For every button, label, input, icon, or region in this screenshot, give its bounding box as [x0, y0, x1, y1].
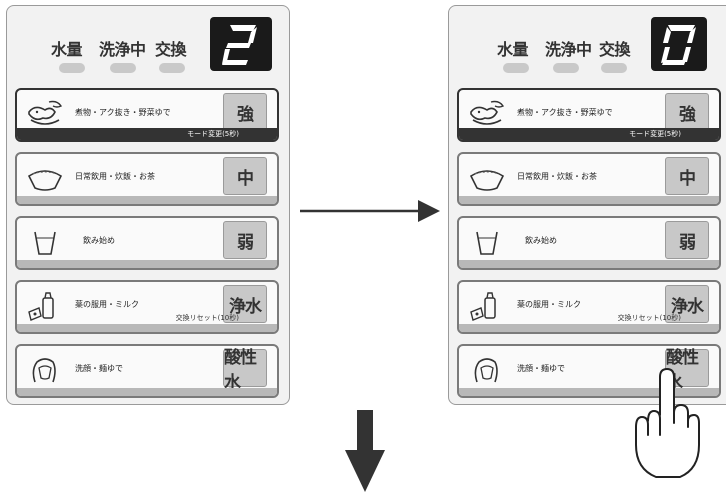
mode-change-hint: モード変更(5秒): [629, 130, 681, 138]
mode-description: 飲み始め: [83, 236, 115, 245]
digit-2-icon: [222, 25, 257, 65]
mode-bar: [17, 260, 277, 268]
face-wash-icon: [474, 358, 498, 383]
rice-bowl-icon: [469, 170, 505, 191]
mode-description: 薬の服用・ミルク: [75, 300, 139, 309]
mode-row-acidic[interactable]: 洗顔・麺ゆで 酸性水: [15, 344, 279, 398]
weak-button[interactable]: 弱: [223, 221, 267, 259]
pointing-hand-icon: [635, 368, 700, 478]
mode-bar: [459, 388, 719, 396]
weak-button[interactable]: 弱: [665, 221, 709, 259]
face-wash-icon: [32, 358, 56, 383]
mode-change-hint: モード変更(5秒): [187, 130, 239, 138]
indicator-lamp-exchange: [159, 63, 185, 73]
exchange-reset-hint: 交換リセット(10秒): [617, 314, 681, 322]
fish-vegetable-icon: [470, 100, 505, 125]
mode-row-medium[interactable]: 日常飲用・炊飯・お茶 中: [15, 152, 279, 206]
right-arrow-icon: [300, 200, 440, 222]
control-panel-after: 水量 洗浄中 交換 煮物・アク抜き・野菜ゆで 強 モード変更(5秒): [448, 5, 726, 405]
mode-row-weak[interactable]: 飲み始め 弱: [457, 216, 721, 270]
indicator-label-cleaning: 洗浄中: [99, 40, 146, 59]
medium-button[interactable]: 中: [223, 157, 267, 195]
indicator-lamp-water-amount: [59, 63, 85, 73]
baby-bottle-icon: [470, 292, 496, 321]
mode-description: 薬の服用・ミルク: [517, 300, 581, 309]
mode-bar: [459, 128, 719, 140]
mode-description: 飲み始め: [525, 236, 557, 245]
mode-row-medium[interactable]: 日常飲用・炊飯・お茶 中: [457, 152, 721, 206]
mode-description: 煮物・アク抜き・野菜ゆで: [75, 108, 171, 117]
purified-water-button[interactable]: 浄水: [223, 285, 267, 323]
indicator-label-water-amount: 水量: [51, 40, 83, 59]
baby-bottle-icon: [28, 292, 54, 321]
strong-button[interactable]: 強: [223, 93, 267, 131]
indicator-lamp-cleaning: [110, 63, 136, 73]
indicator-lamp-cleaning: [553, 63, 579, 73]
indicator-lamp-water-amount: [503, 63, 529, 73]
mode-bar: [17, 388, 277, 396]
indicator-lamp-exchange: [601, 63, 627, 73]
mode-bar: [459, 260, 719, 268]
mode-description: 洗顔・麺ゆで: [75, 364, 123, 373]
mode-description: 日常飲用・炊飯・お茶: [75, 172, 155, 181]
indicator-label-exchange: 交換: [155, 40, 187, 59]
mode-description: 日常飲用・炊飯・お茶: [517, 172, 597, 181]
medium-button[interactable]: 中: [665, 157, 709, 195]
mode-bar: [459, 324, 719, 332]
indicator-label-exchange: 交換: [599, 40, 631, 59]
mode-row-purified[interactable]: 薬の服用・ミルク 浄水 交換リセット(10秒): [457, 280, 721, 334]
acidic-water-button[interactable]: 酸性水: [223, 348, 267, 393]
digit-display: [210, 17, 272, 71]
rice-bowl-icon: [27, 170, 63, 191]
mode-bar: [17, 324, 277, 332]
cup-icon: [476, 231, 498, 255]
mode-description: 洗顔・麺ゆで: [517, 364, 565, 373]
exchange-reset-hint: 交換リセット(10秒): [175, 314, 239, 322]
indicator-label-water-amount: 水量: [497, 40, 529, 59]
down-arrow-icon: [345, 410, 385, 492]
strong-button[interactable]: 強: [665, 93, 709, 131]
mode-row-purified[interactable]: 薬の服用・ミルク 浄水 交換リセット(10秒): [15, 280, 279, 334]
mode-row-strong[interactable]: 煮物・アク抜き・野菜ゆで 強 モード変更(5秒): [15, 88, 279, 142]
mode-bar: [459, 196, 719, 204]
purified-water-button[interactable]: 浄水: [665, 285, 709, 323]
digit-0-icon: [661, 25, 696, 65]
digit-display: [651, 17, 707, 71]
mode-bar: [17, 196, 277, 204]
cup-icon: [34, 231, 56, 255]
control-panel-before: 水量 洗浄中 交換 煮物・アク抜き・野菜ゆで 強 モード変更(5秒) 日常飲用・…: [6, 5, 290, 405]
mode-row-weak[interactable]: 飲み始め 弱: [15, 216, 279, 270]
mode-row-strong[interactable]: 煮物・アク抜き・野菜ゆで 強 モード変更(5秒): [457, 88, 721, 142]
fish-vegetable-icon: [28, 100, 63, 125]
mode-bar: [17, 128, 277, 140]
mode-description: 煮物・アク抜き・野菜ゆで: [517, 108, 613, 117]
indicator-label-cleaning: 洗浄中: [545, 40, 592, 59]
